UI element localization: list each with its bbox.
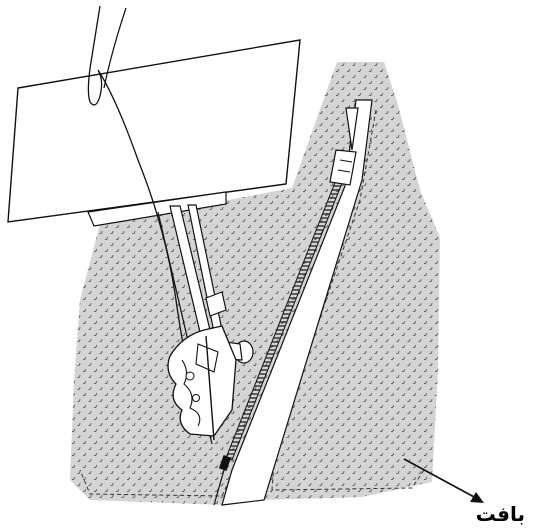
right-stitch-line [271, 109, 425, 491]
left-fabric-panel [70, 62, 392, 505]
zipper-opening [221, 99, 373, 506]
machine-body [7, 39, 301, 223]
right-fabric-panel [262, 62, 440, 500]
thread [87, 5, 199, 411]
fabric-label: بافت [475, 502, 525, 526]
fabric-callout-arrow [403, 458, 484, 503]
presser-foot-assembly [157, 204, 254, 445]
zipper-pull [329, 107, 359, 186]
needle-bar-housing [87, 191, 227, 227]
zipper-bottom-stop [218, 455, 232, 471]
